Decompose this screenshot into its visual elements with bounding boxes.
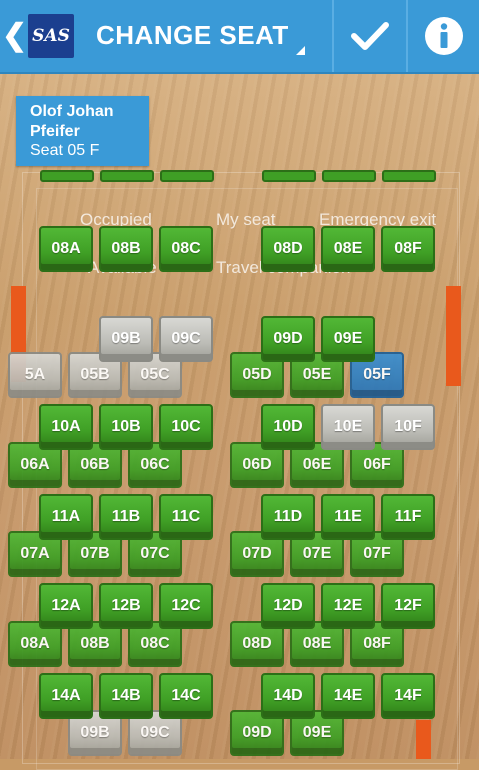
passenger-name: Olof Johan Pfeifer — [30, 103, 114, 140]
seat-10b[interactable]: 10B — [99, 404, 153, 450]
seat-11c[interactable]: 11C — [159, 494, 213, 540]
seat-12d[interactable]: 12D — [261, 583, 315, 629]
seat-10d[interactable]: 10D — [261, 404, 315, 450]
seat-12b[interactable]: 12B — [99, 583, 153, 629]
sas-logo[interactable]: SAS — [28, 14, 74, 58]
seat-14b[interactable]: 14B — [99, 673, 153, 719]
passenger-seat: Seat 05 F — [30, 142, 100, 159]
seat-14e[interactable]: 14E — [321, 673, 375, 719]
seat-11e[interactable]: 11E — [321, 494, 375, 540]
info-icon — [424, 17, 463, 55]
seat-08d-back[interactable]: 08D — [230, 621, 284, 667]
seat-10a[interactable]: 10A — [39, 404, 93, 450]
seat-12a[interactable]: 12A — [39, 583, 93, 629]
seat-11a[interactable]: 11A — [39, 494, 93, 540]
divider — [406, 0, 408, 72]
seat-09b[interactable]: 09B — [99, 316, 153, 362]
seat-09c[interactable]: 09C — [159, 316, 213, 362]
seat-partial[interactable] — [322, 170, 376, 182]
dropdown-caret-icon[interactable] — [296, 46, 305, 55]
seat-06a[interactable]: 06A — [8, 442, 62, 488]
seat-14f[interactable]: 14F — [381, 673, 435, 719]
seat-07a[interactable]: 07A — [8, 531, 62, 577]
seat-14d[interactable]: 14D — [261, 673, 315, 719]
seat-partial[interactable] — [382, 170, 436, 182]
seat-11b[interactable]: 11B — [99, 494, 153, 540]
passenger-card[interactable]: Olof Johan Pfeifer Seat 05 F — [16, 96, 149, 166]
seat-partial[interactable] — [160, 170, 214, 182]
seat-08c[interactable]: 08C — [159, 226, 213, 272]
page-title: CHANGE SEAT — [96, 20, 289, 50]
confirm-button[interactable] — [334, 0, 406, 72]
seat-10f[interactable]: 10F — [381, 404, 435, 450]
legend-occupied: Occupied — [80, 210, 152, 229]
seat-08f[interactable]: 08F — [381, 226, 435, 272]
seat-12e[interactable]: 12E — [321, 583, 375, 629]
legend-my-seat: My seat — [216, 210, 276, 229]
action-bar: ❮ SAS CHANGE SEAT — [0, 0, 479, 74]
seat-5a[interactable]: 5A — [8, 352, 62, 398]
seat-09d[interactable]: 09D — [261, 316, 315, 362]
divider — [332, 0, 334, 72]
seat-11f[interactable]: 11F — [381, 494, 435, 540]
seat-08e[interactable]: 08E — [321, 226, 375, 272]
seat-14c[interactable]: 14C — [159, 673, 213, 719]
back-icon[interactable]: ❮ — [2, 19, 28, 52]
seat-partial[interactable] — [40, 170, 94, 182]
seat-08d[interactable]: 08D — [261, 226, 315, 272]
seat-12f[interactable]: 12F — [381, 583, 435, 629]
checkmark-icon — [351, 22, 389, 50]
emergency-exit-marker-right — [416, 720, 431, 759]
seat-08b[interactable]: 08B — [99, 226, 153, 272]
legend-emergency-exit: Emergency exit — [319, 210, 437, 229]
info-button[interactable] — [408, 0, 479, 72]
seat-14a[interactable]: 14A — [39, 673, 93, 719]
seat-10c[interactable]: 10C — [159, 404, 213, 450]
seat-12c[interactable]: 12C — [159, 583, 213, 629]
seat-11d[interactable]: 11D — [261, 494, 315, 540]
seat-08a[interactable]: 08A — [39, 226, 93, 272]
seat-partial[interactable] — [262, 170, 316, 182]
emergency-exit-marker-right — [446, 286, 461, 386]
seat-partial[interactable] — [100, 170, 154, 182]
seat-08a-back[interactable]: 08A — [8, 621, 62, 667]
seat-10e[interactable]: 10E — [321, 404, 375, 450]
seat-09e[interactable]: 09E — [321, 316, 375, 362]
